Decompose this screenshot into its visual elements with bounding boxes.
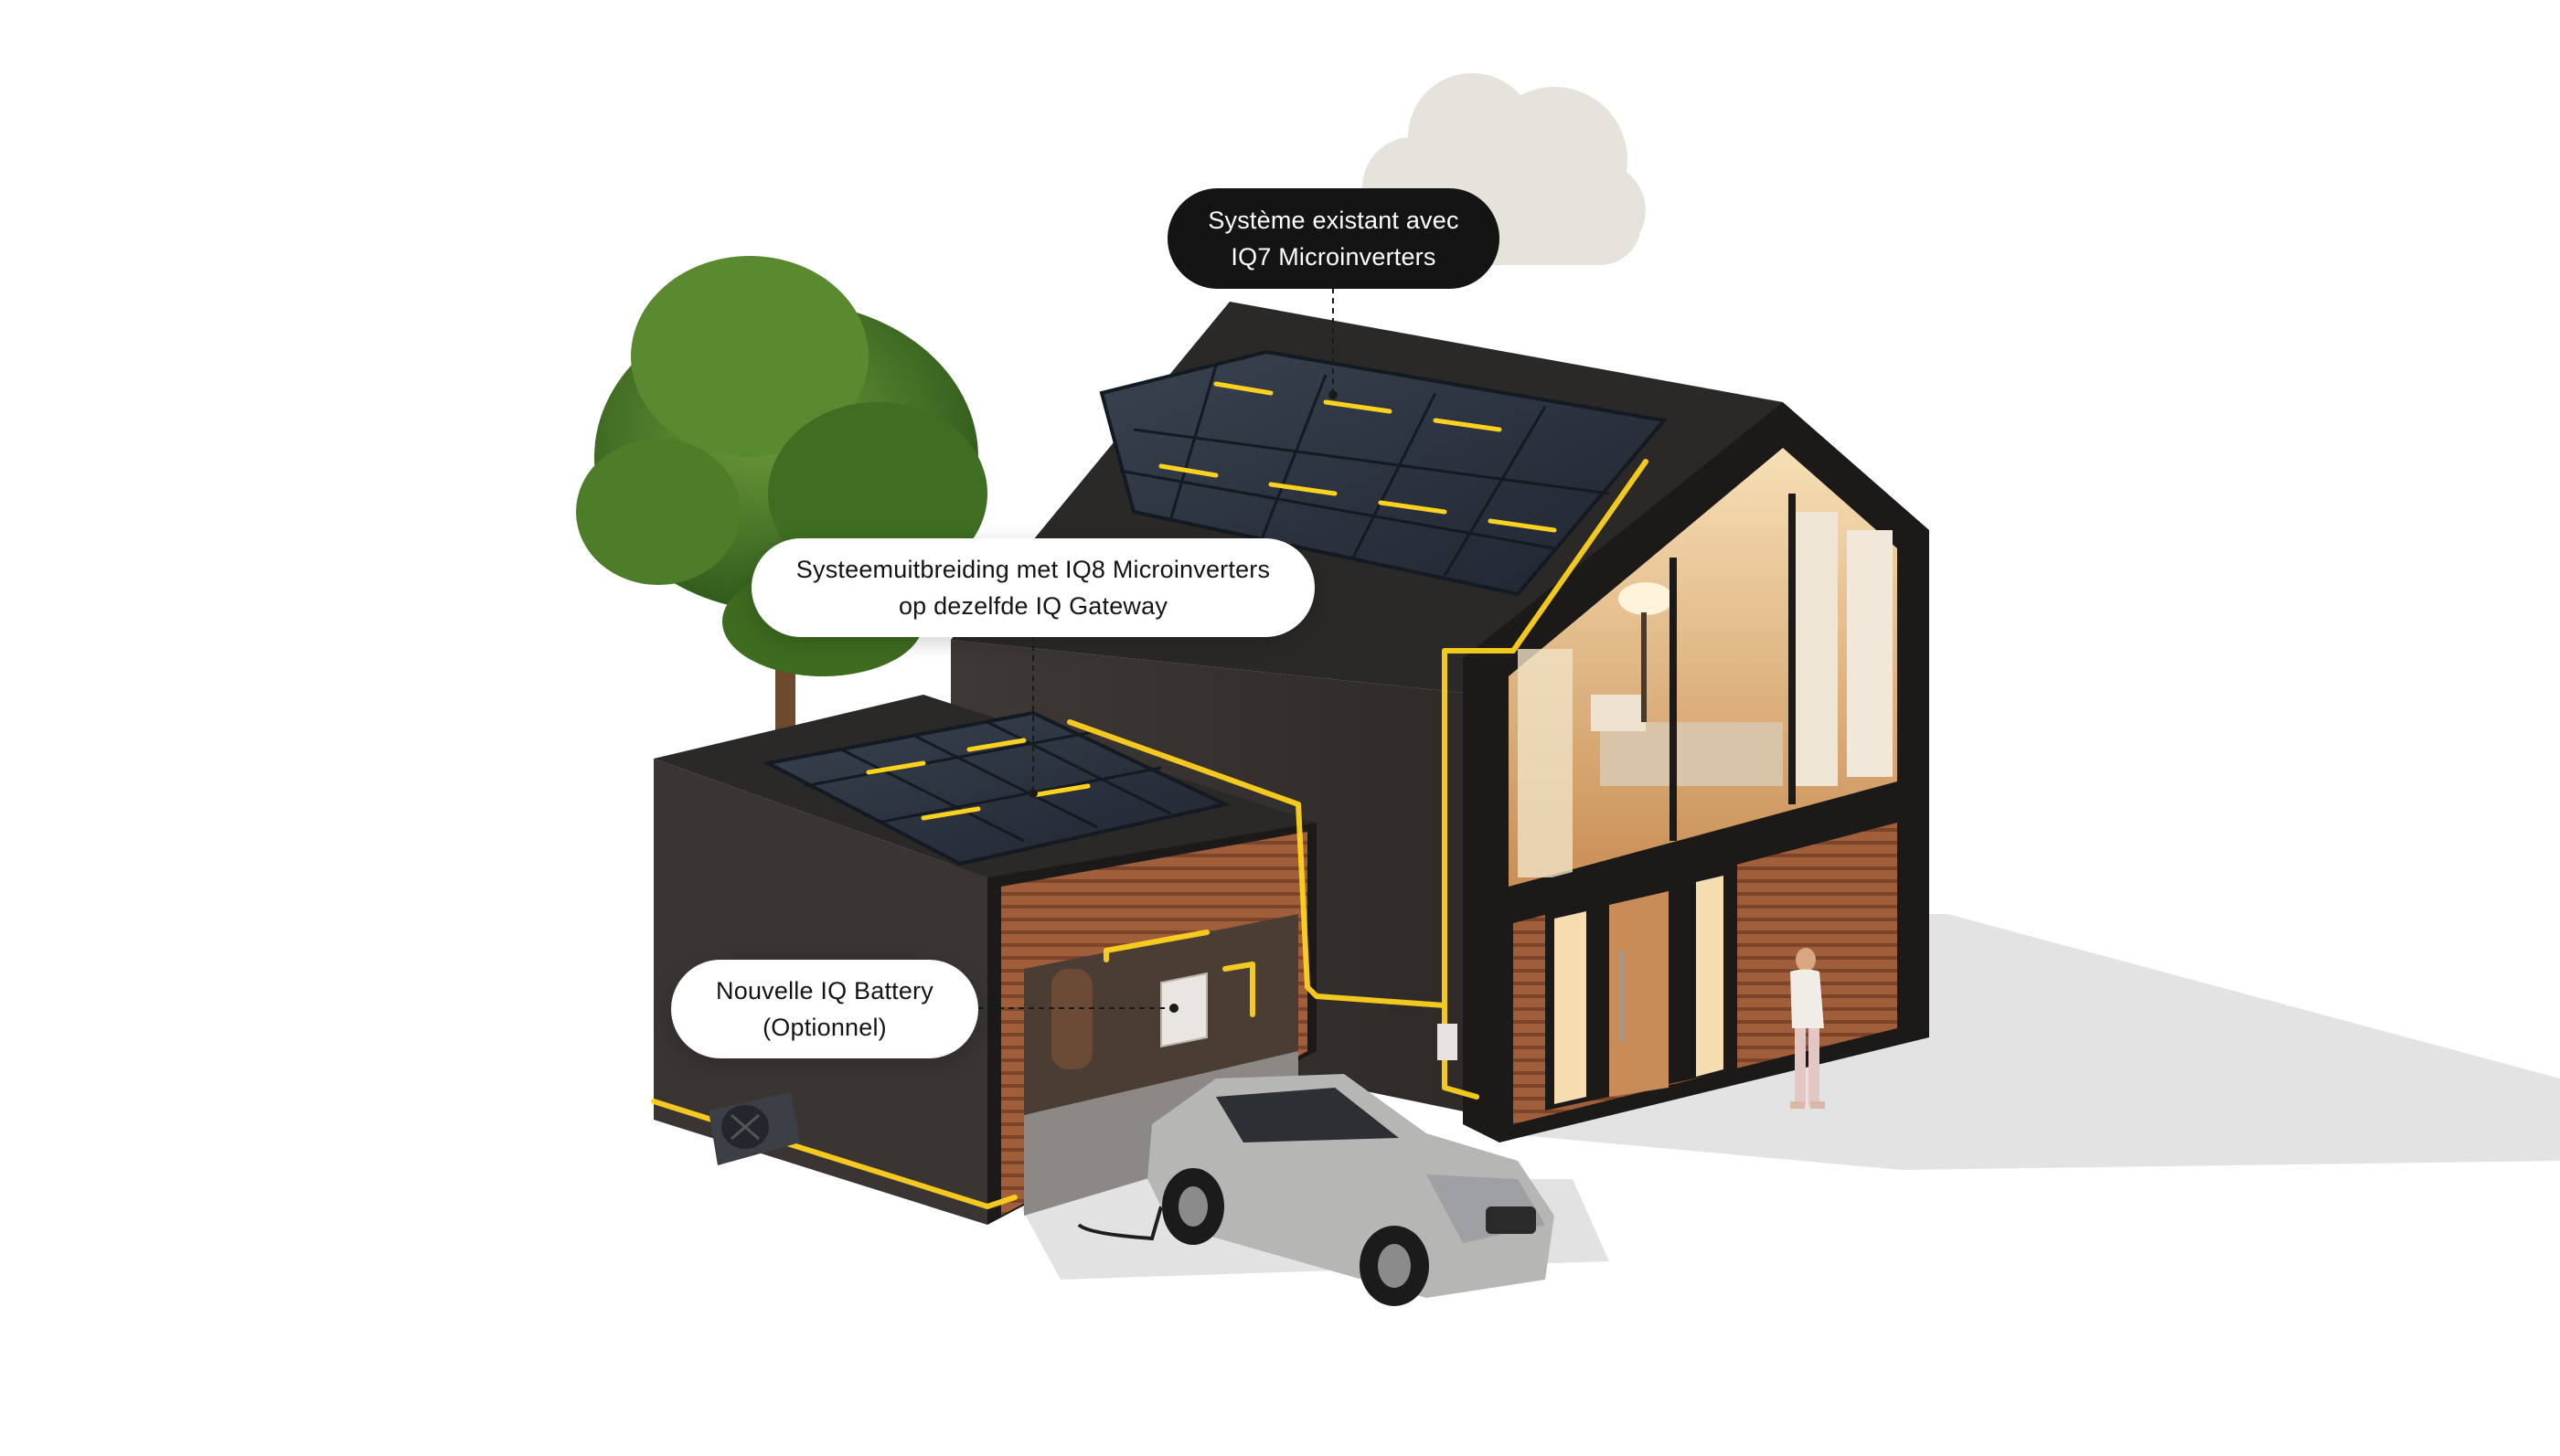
callout-leaders bbox=[978, 288, 1334, 1009]
tree-icon bbox=[576, 256, 987, 731]
meter-box bbox=[1437, 1024, 1457, 1060]
callout-system-extension-line1: Systeemuitbreiding met IQ8 Microinverter… bbox=[795, 556, 1271, 583]
car-icon bbox=[1077, 1074, 1554, 1306]
heat-pump-icon bbox=[709, 1092, 800, 1165]
callout-existing-system-line2: IQ7 Microinverters bbox=[1231, 243, 1436, 271]
callout-battery: Nouvelle IQ Battery (Optionnel) bbox=[671, 960, 978, 1058]
callout-existing-system-line1: Système existant avec bbox=[1208, 207, 1459, 234]
callout-system-extension: Systeemuitbreiding met IQ8 Microinverter… bbox=[752, 538, 1315, 637]
callout-system-extension-line2: op dezelfde IQ Gateway bbox=[898, 592, 1168, 620]
solar-panel-icon bbox=[1099, 349, 1668, 597]
callout-battery-line1: Nouvelle IQ Battery bbox=[716, 977, 933, 1004]
callout-battery-line2: (Optionnel) bbox=[763, 1014, 887, 1041]
person-icon bbox=[1790, 948, 1825, 1109]
garage-solar-panels bbox=[762, 710, 1232, 866]
callout-anchor-dots bbox=[1029, 390, 1338, 1013]
callout-existing-system: Système existant avec IQ7 Microinverters bbox=[1168, 188, 1499, 289]
battery-icon bbox=[1160, 972, 1208, 1048]
